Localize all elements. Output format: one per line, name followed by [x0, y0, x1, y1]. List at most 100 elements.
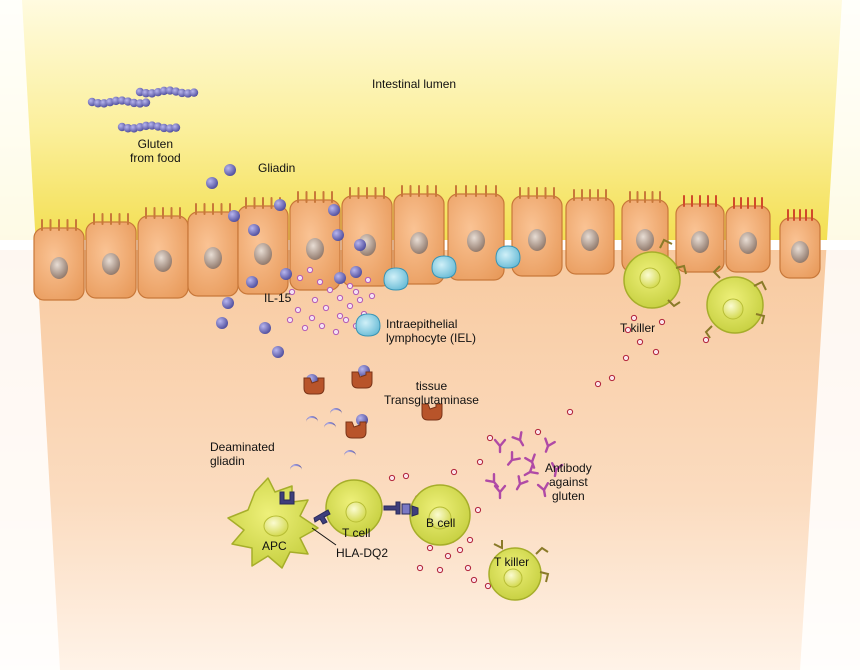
- il15-molecule: [288, 288, 296, 296]
- gluten-label: Gluten from food: [130, 137, 181, 165]
- il15-molecule: [301, 324, 309, 332]
- transglutaminase: [303, 377, 325, 395]
- deaminated-gliadin: [290, 464, 302, 470]
- transglutaminase: [421, 403, 443, 421]
- deaminated-gliadin: [330, 408, 342, 414]
- il15-molecule: [308, 314, 316, 322]
- nucleus: [691, 231, 709, 253]
- nucleus: [102, 253, 120, 275]
- b-cell: [409, 484, 471, 546]
- epithelial-cell-layer: [33, 185, 821, 301]
- left-margin: [0, 0, 60, 670]
- red-particle: [464, 564, 472, 572]
- red-particle: [416, 564, 424, 572]
- tissue-region: [0, 250, 860, 670]
- epithelial-cell: [137, 207, 189, 299]
- il15-molecule: [346, 282, 354, 290]
- antibody: [506, 450, 521, 466]
- gluten-chains: [87, 86, 199, 133]
- right-margin: [800, 0, 860, 670]
- nucleus: [410, 232, 428, 254]
- gliadin-bead: [280, 268, 292, 280]
- red-particle: [466, 536, 474, 544]
- b-cell-label: B cell: [426, 516, 455, 530]
- t-cell-label: T cell: [342, 526, 370, 540]
- nucleus: [581, 229, 599, 251]
- nucleus: [154, 250, 172, 272]
- deaminated-gliadin-fragments: [290, 408, 356, 470]
- nucleus: [467, 230, 485, 252]
- red-particle: [484, 582, 492, 590]
- epithelial-cell: [237, 197, 289, 295]
- apc-cell: [227, 477, 319, 569]
- il15-molecule: [332, 328, 340, 336]
- t-killer-bottom: [488, 540, 550, 601]
- iel-cell: [355, 313, 381, 337]
- il15-molecule: [346, 302, 354, 310]
- iel-cell: [383, 267, 409, 291]
- red-particle: [594, 380, 602, 388]
- gliadin-bead: [259, 322, 271, 334]
- epithelial-cell: [511, 187, 563, 277]
- gluten-chain: [135, 86, 199, 98]
- red-particle: [470, 576, 478, 584]
- red-particle: [534, 428, 542, 436]
- nucleus: [528, 229, 546, 251]
- gliadin-bead: [216, 317, 228, 329]
- red-particle: [622, 354, 630, 362]
- red-particle: [388, 474, 396, 482]
- gliadin-bead: [328, 204, 340, 216]
- ttg-label: tissue Transglutaminase: [384, 379, 479, 407]
- transglutaminase: [345, 421, 367, 439]
- lumen-label: Intestinal lumen: [372, 77, 456, 91]
- red-particle: [566, 408, 574, 416]
- gliadin-bead: [206, 177, 218, 189]
- il15-molecule: [318, 322, 326, 330]
- t-cell: [325, 479, 383, 537]
- hla-label: HLA-DQ2: [336, 546, 388, 560]
- red-particle: [402, 472, 410, 480]
- il15-molecule: [356, 296, 364, 304]
- nucleus: [358, 234, 376, 256]
- antibody: [523, 463, 539, 477]
- red-particle: [436, 566, 444, 574]
- antibody-label: Antibody against gluten: [545, 461, 592, 503]
- apc-label: APC: [262, 539, 287, 553]
- antibody: [544, 437, 556, 453]
- red-particle: [624, 326, 632, 334]
- red-particle: [486, 434, 494, 442]
- il15-molecule: [364, 276, 372, 284]
- il15-molecule: [352, 288, 360, 296]
- gliadin-bead: [354, 239, 366, 251]
- gluten-chain: [117, 121, 181, 133]
- gliadin-bead: [272, 346, 284, 358]
- red-particle: [426, 544, 434, 552]
- il15-molecule: [342, 316, 350, 324]
- antibody: [536, 482, 550, 498]
- hla-dq2-pointer: [311, 527, 337, 546]
- il15-molecule: [311, 296, 319, 304]
- il15-molecule: [296, 274, 304, 282]
- deaminated-gliadin: [344, 450, 356, 456]
- transglutaminase: [351, 371, 373, 389]
- red-particle: [444, 552, 452, 560]
- antibody: [550, 462, 564, 478]
- gliadin-bead: [228, 210, 240, 222]
- gliadin-bead: [222, 297, 234, 309]
- il15-cytokines: [286, 266, 376, 336]
- hla-dq2-receptors: [279, 491, 419, 525]
- epithelial-cell: [447, 185, 505, 281]
- red-particle: [636, 338, 644, 346]
- il15-molecule: [316, 278, 324, 286]
- il15-label: IL-15: [264, 291, 292, 305]
- transglutaminase-enzymes: [303, 371, 443, 439]
- epithelial-cell: [393, 185, 445, 285]
- nucleus: [636, 229, 654, 251]
- gliadin-label: Gliadin: [258, 161, 295, 175]
- iel-label: Intraepithelial lymphocyte (IEL): [386, 317, 477, 345]
- t-killer-top-label: T killer: [620, 321, 655, 335]
- iel-cell: [495, 245, 521, 269]
- t-killer-top-1: [623, 238, 687, 309]
- il15-molecule: [286, 316, 294, 324]
- gliadin-bead: [224, 164, 236, 176]
